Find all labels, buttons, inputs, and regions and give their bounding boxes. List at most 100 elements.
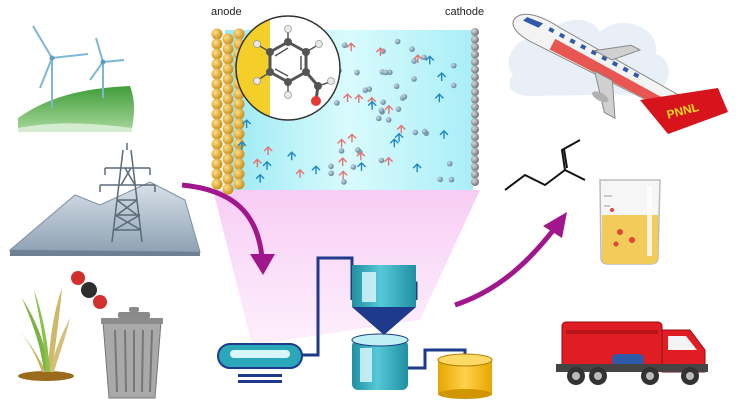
solvent-molecule: [356, 151, 366, 161]
solvent-molecule: [384, 156, 394, 166]
cathode-particle: [471, 88, 479, 96]
solvent-molecule: [375, 47, 385, 57]
anode-particle: [211, 158, 223, 170]
anode-particle: [211, 168, 223, 180]
anode-particle: [222, 73, 234, 85]
electrolyte-ion: [380, 99, 386, 105]
anode-electrode: [211, 28, 245, 195]
cathode-label: cathode: [445, 6, 484, 18]
cathode-particle: [471, 125, 479, 134]
anode-particle: [222, 113, 234, 125]
anode-particle: [233, 148, 245, 160]
anode-particle: [211, 178, 223, 190]
cathode-particle: [471, 133, 479, 141]
electrolyte-ion: [354, 69, 360, 76]
wind-turbines-icon: [18, 25, 135, 132]
electrolyte-ion: [385, 117, 392, 123]
anode-particle: [222, 153, 234, 165]
cathode-particle: [471, 43, 479, 51]
anode-particle: [222, 43, 234, 55]
zoom-molecule-inset: [235, 15, 341, 121]
separator-column-icon: [351, 265, 416, 390]
cathode-electrode: [471, 28, 479, 186]
electrolyte-ion: [338, 148, 345, 154]
flow-arrow-output-head: [543, 212, 567, 238]
power-transmission-tower-icon: [8, 143, 201, 256]
benzaldehyde-molecule-icon: [253, 25, 335, 106]
anode-particle: [211, 48, 223, 60]
anode-label: anode: [211, 6, 242, 18]
electrolyte-ion: [421, 54, 427, 61]
anode-particle: [222, 183, 234, 195]
anode-particle: [233, 108, 245, 120]
cathode-particle: [471, 103, 479, 111]
solvent-molecule: [337, 138, 347, 148]
electrolyte-ion: [394, 38, 401, 45]
solvent-molecule: [295, 168, 305, 178]
solvent-molecule: [354, 94, 364, 104]
cathode-particle: [471, 170, 479, 179]
anode-particle: [233, 28, 245, 40]
electrolyte-ion: [350, 164, 357, 170]
anode-particle: [222, 83, 234, 95]
electrolyte-ion: [328, 170, 334, 177]
cathode-particle: [471, 118, 479, 126]
solvent-molecule: [346, 42, 356, 52]
anode-particle: [233, 98, 245, 110]
cathode-particle: [471, 95, 479, 104]
solvent-molecule: [367, 100, 377, 110]
solvent-molecule: [413, 54, 423, 64]
cathode-particle: [471, 58, 479, 66]
reactor-tank-icon: [217, 343, 303, 383]
solvent-molecule: [347, 133, 357, 143]
anode-particle: [211, 108, 223, 120]
electrolyte-ion: [409, 46, 415, 52]
anode-particle: [211, 128, 223, 140]
anode-particle: [211, 118, 223, 130]
anode-particle: [233, 118, 245, 130]
anode-particle: [211, 58, 223, 70]
anode-particle: [211, 28, 223, 40]
electrolyte-ion: [375, 115, 382, 122]
solvent-molecule: [311, 165, 321, 175]
solvent-molecule: [287, 151, 297, 161]
plant-biomass-icon: [18, 288, 74, 381]
solvent-molecule: [338, 157, 348, 167]
electrolyte-ion: [411, 76, 417, 82]
tanker-truck-icon: [556, 321, 708, 385]
solvent-molecule: [437, 72, 447, 82]
electrolyte-ion: [393, 83, 400, 90]
electrolyte-ion: [395, 106, 402, 112]
cathode-particle: [471, 140, 479, 149]
solvent-molecule: [343, 93, 353, 103]
solvent-molecule: [425, 55, 435, 65]
anode-particle: [233, 178, 245, 190]
electrolyte-particles: [237, 38, 457, 185]
hydrocarbon-molecule-icon: [504, 139, 586, 191]
flow-arrow-input-head: [250, 254, 275, 275]
solvent-molecule: [389, 138, 399, 148]
flow-arrow-output: [454, 226, 557, 308]
electrolyte-ion: [411, 58, 417, 64]
cathode-particle: [471, 80, 479, 89]
trash-can-icon: [101, 307, 163, 399]
solvent-molecule: [242, 119, 252, 129]
anode-particle: [222, 33, 234, 45]
cathode-particle: [471, 178, 479, 186]
electrolyte-ion: [450, 62, 457, 69]
electrolyte-ion: [401, 93, 408, 100]
cathode-particle: [471, 155, 479, 164]
flow-arrow-input: [181, 182, 265, 259]
cathode-particle: [471, 163, 479, 171]
anode-particle: [222, 173, 234, 185]
solvent-molecule: [396, 124, 406, 134]
solvent-molecule: [439, 129, 449, 139]
anode-particle: [222, 163, 234, 175]
anode-particle: [233, 128, 245, 140]
solvent-molecule: [356, 161, 366, 171]
electrolyte-ion: [383, 69, 389, 76]
anode-particle: [222, 53, 234, 65]
electrolyte-ion: [362, 87, 369, 93]
co2-molecule-icon: [71, 271, 107, 309]
